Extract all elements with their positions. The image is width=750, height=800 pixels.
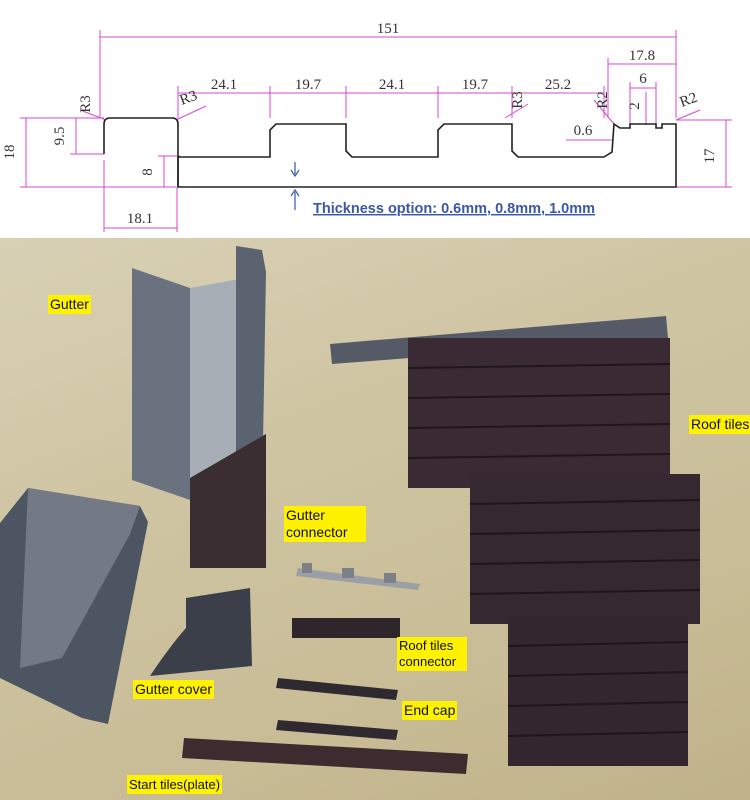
profile-outline: [103, 117, 677, 188]
radius-left: R3: [78, 95, 94, 113]
dim-overall-width: 151: [99, 21, 677, 118]
product-photo: Gutter Roof tiles Gutter connector Roof …: [0, 238, 750, 800]
label-gutter-connector: Gutter connector: [284, 506, 366, 542]
dim-height-18: 18: [2, 145, 18, 160]
radius-right-b: R2: [678, 90, 700, 111]
dim-height-9-5: 9.5: [52, 127, 68, 146]
gutter-cover-part: [150, 588, 252, 676]
dim-seg-3: 24.1: [379, 77, 405, 93]
label-roof-tiles-connector: Roof tiles connector: [397, 637, 467, 671]
dim-slot-depth: 2: [627, 102, 643, 110]
dim-inner-height: 8: [140, 155, 180, 187]
roof-tiles-stack: [330, 316, 701, 766]
dim-lip-thickness: 0.6: [566, 123, 612, 141]
profile-drawing-svg: 151 17.8 24.1 19.7 24.1 19.7 25.2: [2, 21, 732, 232]
dim-top-right-width: 17.8: [607, 48, 676, 118]
dim-seg-2: 19.7: [295, 77, 322, 93]
radius-leaders: R3 R3 R3 R2 R2: [78, 88, 701, 125]
dim-slot: 6 2: [627, 71, 657, 125]
dim-slot-width: 6: [639, 71, 647, 87]
product-photo-svg: [0, 246, 701, 774]
dim-height-17: 17: [702, 148, 718, 164]
label-start-tiles: Start tiles(plate): [127, 775, 223, 794]
dim-17-8-label: 17.8: [629, 48, 655, 64]
gutter-upright: [132, 246, 266, 568]
dim-height-8: 8: [140, 168, 156, 176]
dim-segments: 24.1 19.7 24.1 19.7 25.2: [177, 77, 605, 118]
label-gutter: Gutter: [48, 295, 91, 314]
radius-mid1: R3: [178, 88, 200, 109]
gutter-connector-part: [296, 563, 420, 590]
end-cap-part: [276, 678, 398, 740]
dim-18-1-label: 18.1: [127, 211, 153, 227]
label-gutter-cover: Gutter cover: [133, 680, 215, 699]
gutter-lying: [0, 488, 148, 724]
dim-bottom-left-width: 18.1: [103, 160, 178, 232]
dim-left-heights: 18 9.5: [2, 117, 176, 188]
label-roof-tiles: Roof tiles: [689, 415, 750, 434]
dim-right-height: 17: [676, 119, 732, 188]
thickness-arrows: [290, 162, 300, 210]
roof-tiles-connector-part: [292, 618, 400, 638]
start-tiles-part: [182, 738, 468, 774]
profile-drawing: 151 17.8 24.1 19.7 24.1 19.7 25.2: [0, 0, 750, 238]
dim-seg-4: 19.7: [462, 77, 489, 93]
radius-mid2: R3: [510, 91, 526, 109]
dim-seg-5: 25.2: [545, 77, 571, 93]
dim-151-label: 151: [377, 21, 400, 37]
radius-right-a: R2: [595, 91, 611, 109]
dim-seg-1: 24.1: [211, 77, 237, 93]
thickness-note: Thickness option: 0.6mm, 0.8mm, 1.0mm: [313, 201, 595, 217]
label-end-cap: End cap: [402, 701, 458, 720]
dim-0-6: 0.6: [574, 123, 593, 139]
